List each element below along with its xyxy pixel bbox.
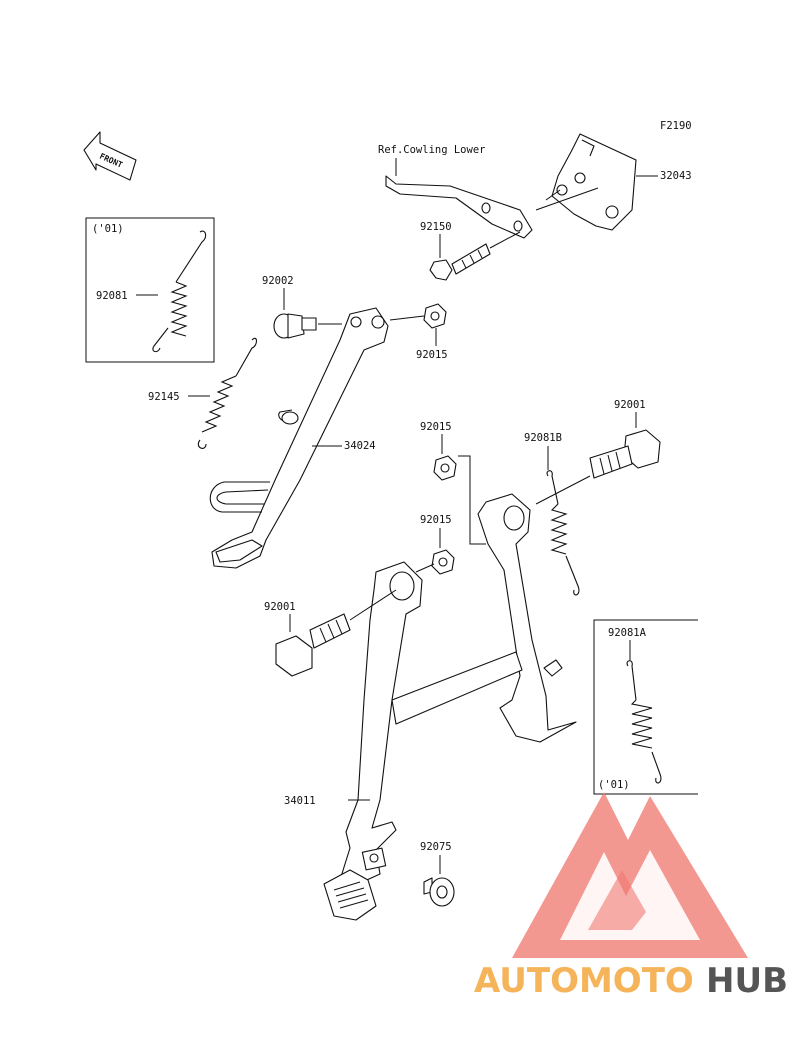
front-arrow-icon: FRONT xyxy=(83,131,137,181)
nut-92015-low-part xyxy=(431,549,455,575)
callout-92150: 92150 xyxy=(420,221,452,233)
logo-text-automoto: AUTOMOTO xyxy=(474,961,694,1001)
nut-92015-mid-part xyxy=(433,455,457,481)
bolt-92001-right-part xyxy=(589,429,661,479)
inset-box-left xyxy=(85,217,215,363)
nut-92015-top-part xyxy=(423,303,447,329)
cowling-stay-part xyxy=(385,175,533,239)
side-stand-34024-part xyxy=(209,307,389,569)
main-stand-34011-part xyxy=(323,493,577,921)
inset-box-right xyxy=(593,619,698,795)
inset-right-year: ('01) xyxy=(598,779,630,791)
callout-92145: 92145 xyxy=(148,391,180,403)
callout-92015-mid: 92015 xyxy=(420,421,452,433)
callout-92015-top: 92015 xyxy=(416,349,448,361)
callout-92075: 92075 xyxy=(420,841,452,853)
pin-92002-part xyxy=(273,313,317,339)
bolt-92150-part xyxy=(429,243,491,281)
callout-92081: 92081 xyxy=(96,290,128,302)
callout-92081b: 92081B xyxy=(524,432,562,444)
bracket-32043-part xyxy=(551,133,637,231)
spring-92081a-part xyxy=(626,660,662,784)
callout-92001-left: 92001 xyxy=(264,601,296,613)
automotohub-logo: AUTOMOTO HUB xyxy=(474,792,788,1001)
callout-92015-low: 92015 xyxy=(420,514,452,526)
spring-92081b-part xyxy=(546,470,580,596)
spring-92081-part xyxy=(152,230,207,353)
ref-cowling-lower-label: Ref.Cowling Lower xyxy=(378,144,485,156)
inset-left-year: ('01) xyxy=(92,223,124,235)
spring-92145-part xyxy=(197,337,258,449)
callout-92001-right: 92001 xyxy=(614,399,646,411)
callout-32043: 32043 xyxy=(660,170,692,182)
figure-code: F2190 xyxy=(660,120,692,132)
callout-92081a: 92081A xyxy=(608,627,647,639)
callout-34011: 34011 xyxy=(284,795,316,807)
stopper-92075-part xyxy=(423,877,455,907)
logo-text-hub: HUB xyxy=(706,961,788,1001)
callout-34024: 34024 xyxy=(344,440,376,452)
bolt-92001-left-part xyxy=(275,613,351,677)
callout-92002: 92002 xyxy=(262,275,294,287)
